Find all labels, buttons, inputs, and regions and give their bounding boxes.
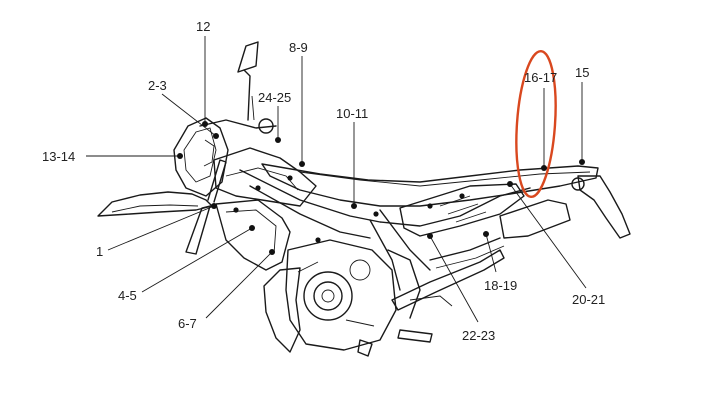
rear-fender	[577, 175, 631, 239]
rear-side-panel	[399, 183, 525, 237]
callout-15: 15	[575, 65, 589, 80]
callout-10-11: 10-11	[336, 106, 368, 121]
callout-22-23: 22-23	[462, 328, 495, 343]
exhaust-muffler	[499, 199, 571, 239]
callout-8-9: 8-9	[289, 40, 308, 55]
mirror	[237, 41, 259, 73]
callout-13-14: 13-14	[42, 149, 75, 164]
callout-18-19: 18-19	[484, 278, 517, 293]
callout-6-7: 6-7	[178, 316, 197, 331]
footpeg	[397, 329, 433, 343]
handlebar	[199, 119, 277, 129]
handlebar-end	[258, 118, 274, 134]
callout-24-25: 24-25	[258, 90, 291, 105]
callout-1: 1	[96, 244, 103, 259]
tank-shroud	[213, 147, 317, 207]
highlight-ellipse	[515, 49, 557, 199]
radiator-shroud	[215, 199, 291, 271]
engine	[285, 239, 421, 351]
tail-light	[571, 177, 585, 191]
callout-labels: 12 2-3 8-9 24-25 10-11 16-17 15 13-14 1 …	[42, 19, 605, 343]
front-fork	[185, 205, 211, 255]
seat	[261, 163, 599, 207]
main-frame	[239, 169, 531, 227]
lower-guard	[263, 267, 301, 353]
front-fender	[97, 191, 213, 217]
callout-16-17: 16-17	[524, 70, 557, 85]
motorcycle-drawing	[97, 41, 631, 357]
callout-12: 12	[196, 19, 210, 34]
callout-20-21: 20-21	[572, 292, 605, 307]
callout-2-3: 2-3	[148, 78, 167, 93]
swingarm	[391, 249, 505, 311]
headlight-cowl	[173, 117, 229, 197]
leader-lines	[86, 36, 587, 323]
callout-4-5: 4-5	[118, 288, 137, 303]
